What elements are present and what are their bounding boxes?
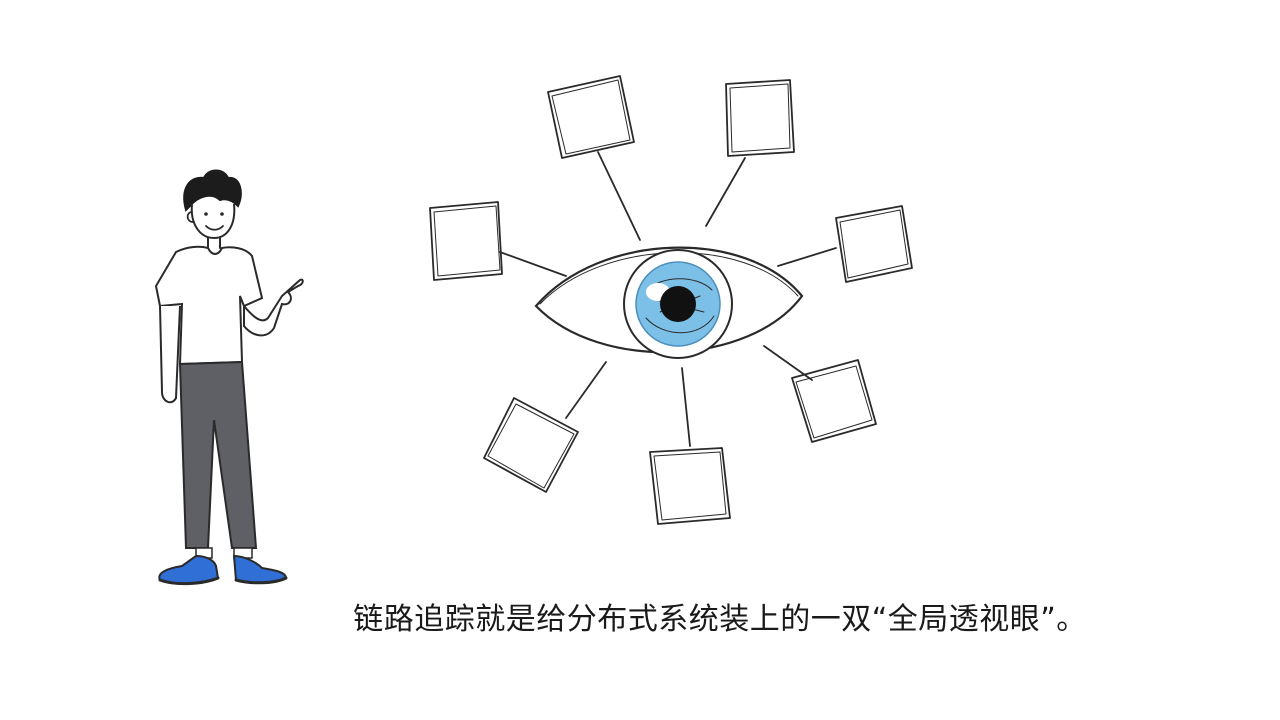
node-box-top-left (547, 75, 635, 159)
eye-icon (534, 246, 804, 359)
node-box-right (835, 205, 913, 283)
node-box-icon (547, 75, 635, 159)
node-box-top-right (725, 79, 795, 157)
caption-text: 链路追踪就是给分布式系统装上的一双“全局透视眼”。 (353, 602, 1087, 637)
node-box-bottom-right (791, 359, 877, 443)
node-box-icon (725, 79, 795, 157)
node-box-bottom (649, 447, 731, 525)
node-box-left (429, 201, 503, 281)
person-head (190, 203, 236, 240)
connector-lines (499, 151, 837, 447)
person-figure (154, 169, 304, 586)
node-box-icon (791, 359, 877, 443)
person-shirt (154, 245, 264, 366)
node-box-icon (429, 201, 503, 281)
person-shoe-right (232, 554, 288, 584)
person-hair (183, 169, 242, 212)
person-pants (178, 360, 258, 549)
eye-pupil (660, 286, 696, 322)
node-box-icon (649, 447, 731, 525)
node-box-bottom-left (483, 397, 579, 493)
node-box-icon (483, 397, 579, 493)
node-box-icon (835, 205, 913, 283)
